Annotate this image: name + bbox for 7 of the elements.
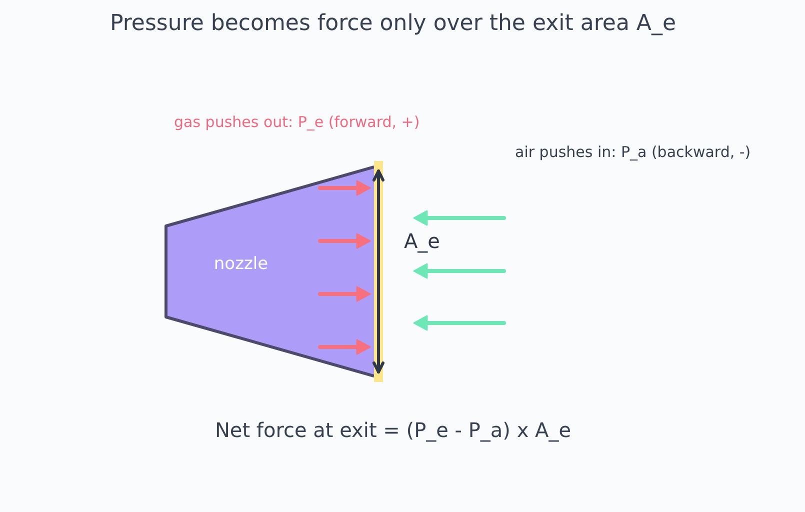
force-note: air pushes in: P_a (backward, -) [515,143,751,161]
formula: Net force at exit = (P_e - P_a) x A_e [214,418,572,442]
nozzle-shape [164,165,374,379]
force-note: gas pushes out: P_e (forward, +) [174,113,420,131]
title: Pressure becomes force only over the exit area A_e [110,11,676,38]
area-label: A_e [404,229,440,253]
nozzle-label: nozzle [214,254,268,274]
